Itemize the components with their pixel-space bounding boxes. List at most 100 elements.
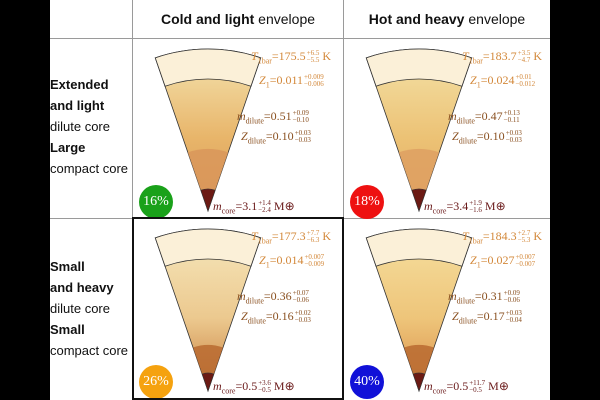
figure-table: Cold and light envelope Hot and heavy en…: [50, 0, 550, 400]
uncertainty-upper: +11.7: [469, 379, 486, 388]
unit: M⊕: [481, 199, 506, 213]
uncertainty-lower: −0.006: [304, 80, 324, 89]
uncertainty: +0.07−0.06: [293, 290, 309, 304]
value: =0.31: [474, 289, 503, 303]
uncertainty-upper: +0.03: [294, 129, 311, 138]
wedge-diagram: [365, 48, 473, 213]
symbol: Z: [470, 73, 477, 87]
wedge-diagram: [154, 228, 262, 393]
symbol: T: [251, 229, 258, 243]
subscript: core: [432, 386, 447, 396]
uncertainty: +0.009−0.006: [304, 74, 324, 88]
uncertainty: +0.03−0.04: [506, 310, 522, 324]
uncertainty-upper: +0.007: [304, 253, 325, 262]
uncertainty-lower: −5.3: [517, 236, 531, 245]
uncertainty-upper: +6.5: [306, 49, 320, 58]
uncertainty-upper: +0.007: [515, 253, 536, 262]
uncertainty-lower: −0.009: [304, 260, 325, 269]
uncertainty: +0.09−0.10: [293, 110, 309, 124]
uncertainty: +2.7−5.3: [518, 230, 531, 244]
row-label-line: Small: [50, 322, 85, 337]
outer-shell: [365, 48, 473, 87]
subscript: dilute: [458, 316, 477, 326]
value: =0.10: [476, 129, 505, 143]
label-t1bar: T1bar=184.3+2.7−5.3 K: [462, 229, 542, 245]
uncertainty: +0.09−0.06: [504, 290, 520, 304]
label-z-dilute: Zdilute=0.10+0.03−0.03: [241, 129, 311, 145]
uncertainty-lower: −5.5: [306, 56, 320, 65]
subscript: core: [221, 386, 236, 396]
value: =184.3: [482, 229, 517, 243]
grid-line: [50, 38, 550, 39]
column-header-hot-heavy: Hot and heavy envelope: [344, 0, 550, 38]
value: =175.5: [271, 49, 306, 63]
uncertainty-upper: +0.09: [503, 289, 520, 298]
uncertainty: +3.5−4.7: [518, 50, 531, 64]
subscript: dilute: [245, 116, 264, 126]
uncertainty: +3.6−0.5: [258, 380, 271, 394]
uncertainty-lower: −0.5: [469, 386, 482, 395]
grid-line: [343, 0, 344, 400]
outer-shell: [365, 228, 473, 267]
subscript: 1: [265, 80, 270, 90]
label-t1bar: T1bar=183.7+3.5−4.7 K: [462, 49, 542, 65]
symbol: m: [213, 199, 222, 213]
label-z-dilute: Zdilute=0.10+0.03−0.03: [452, 129, 522, 145]
outer-shell: [154, 228, 262, 267]
unit: K: [319, 49, 332, 63]
subscript: dilute: [456, 296, 475, 306]
row-label-line: compact core: [50, 161, 129, 176]
uncertainty: +1.9−1.6: [469, 200, 482, 214]
column-header-cold-light: Cold and light envelope: [133, 0, 343, 38]
uncertainty-lower: −0.5: [258, 386, 271, 395]
unit: K: [530, 49, 543, 63]
uncertainty-lower: −2.4: [258, 206, 271, 215]
subscript: dilute: [247, 136, 266, 146]
unit: M⊕: [485, 379, 509, 393]
grid-line: [132, 0, 133, 400]
label-m-dilute: mdilute=0.51+0.09−0.10: [237, 109, 309, 125]
symbol: m: [448, 109, 457, 123]
label-z1: Z1=0.011+0.009−0.006: [259, 73, 324, 89]
symbol: m: [237, 109, 246, 123]
uncertainty-lower: −1.6: [469, 206, 482, 215]
label-z1: Z1=0.024+0.01−0.012: [470, 73, 535, 89]
symbol: Z: [241, 129, 248, 143]
dilute-core: [404, 345, 434, 391]
value: =0.014: [269, 253, 304, 267]
highlight-frame: [132, 217, 344, 400]
uncertainty-lower: −0.10: [292, 116, 309, 125]
subscript: dilute: [458, 136, 477, 146]
uncertainty-lower: −0.03: [294, 316, 311, 325]
dilute-core: [193, 345, 223, 391]
label-m-core: mcore=0.5+3.6−0.5 M⊕: [213, 379, 295, 395]
subscript: 1: [265, 260, 270, 270]
value: =0.011: [269, 73, 304, 87]
column-header-rest: envelope: [464, 11, 526, 27]
uncertainty-lower: −4.7: [517, 56, 531, 65]
dilute-core: [398, 149, 440, 211]
value: =0.51: [263, 109, 292, 123]
unit: K: [319, 229, 332, 243]
symbol: Z: [470, 253, 477, 267]
wedge-diagram: [154, 48, 262, 213]
value: =3.1: [235, 199, 258, 213]
subscript: dilute: [247, 316, 266, 326]
uncertainty-lower: −0.11: [503, 116, 520, 125]
value: =0.16: [265, 309, 294, 323]
subscript: 1: [476, 260, 481, 270]
label-t1bar: T1bar=177.3+7.7−6.3 K: [251, 229, 331, 245]
value: =177.3: [271, 229, 306, 243]
label-z1: Z1=0.014+0.007−0.009: [259, 253, 324, 269]
uncertainty: +0.13−0.11: [504, 110, 520, 124]
uncertainty-upper: +3.5: [517, 49, 531, 58]
value: =0.5: [446, 379, 469, 393]
value: =3.4: [446, 199, 469, 213]
uncertainty-lower: −0.03: [294, 136, 311, 145]
uncertainty-upper: +7.7: [306, 229, 320, 238]
uncertainty-upper: +0.13: [503, 109, 520, 118]
symbol: Z: [259, 73, 266, 87]
unit: M⊕: [270, 199, 295, 213]
row-label-extended-light: Extended and light dilute core Large com…: [50, 74, 132, 179]
